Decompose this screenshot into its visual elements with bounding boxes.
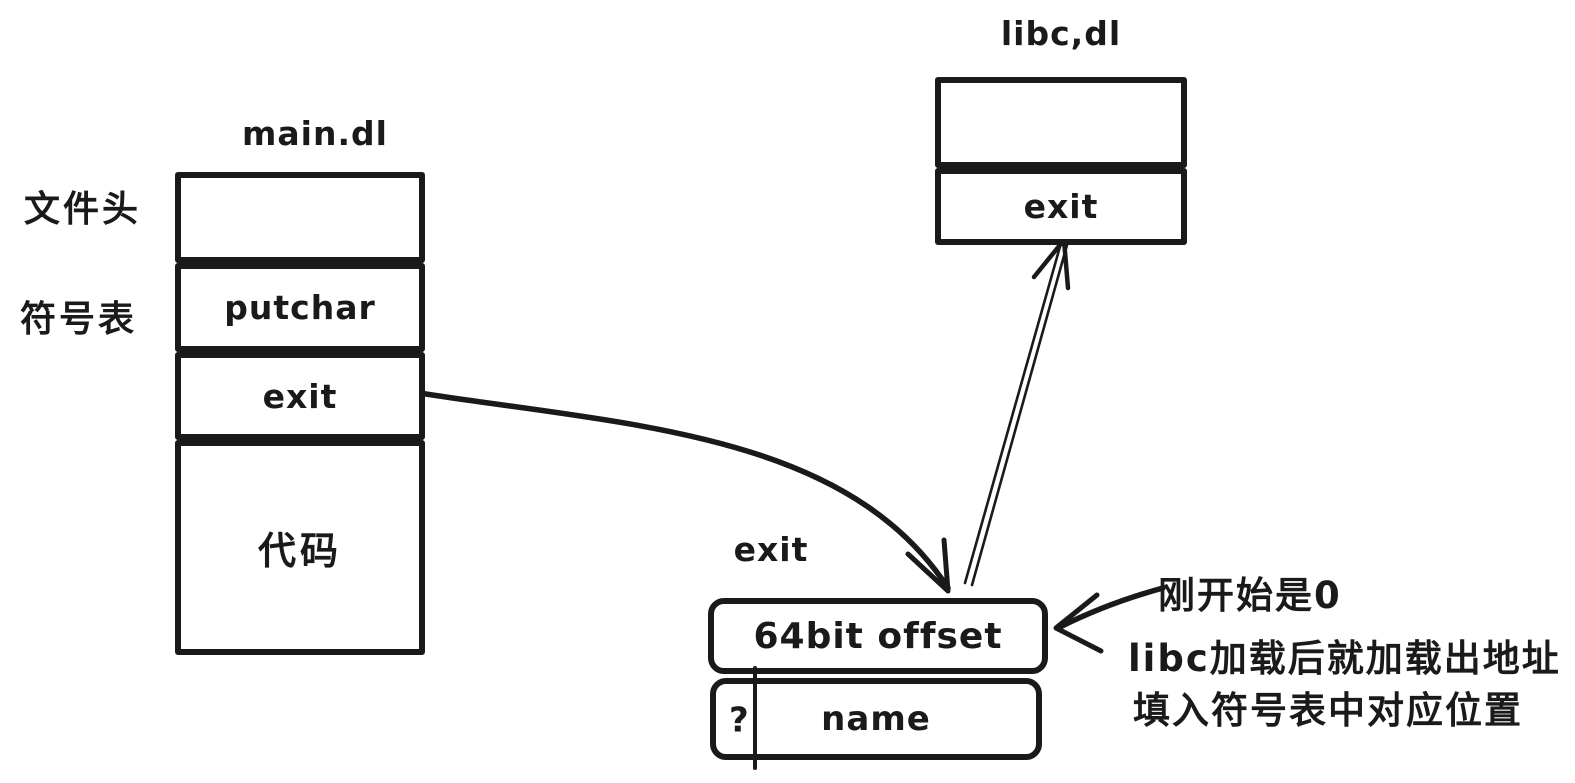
name-box: ? name xyxy=(710,678,1042,760)
file-header-label: 文件头 xyxy=(24,189,142,230)
exit-to-entry-arrow xyxy=(410,389,951,591)
exit-to-entry-arrowhead xyxy=(905,537,951,594)
symbol-entry-label: exit xyxy=(733,530,809,569)
main-cell-code: 代码 xyxy=(175,440,425,655)
libc-module-box: exit xyxy=(935,77,1187,245)
annotation-arrowhead xyxy=(1053,592,1104,654)
question-mark: ? xyxy=(729,700,750,741)
putchar-text: putchar xyxy=(224,288,376,327)
offset-text: 64bit offset xyxy=(753,615,1003,657)
libc-cell-empty xyxy=(935,77,1187,168)
name-box-divider xyxy=(753,666,757,770)
entry-to-libc-arrow-line1 xyxy=(963,241,1063,585)
offset-box: 64bit offset xyxy=(708,598,1048,674)
entry-to-libc-arrow-line2 xyxy=(970,243,1069,587)
libc-cell-exit: exit xyxy=(935,168,1187,245)
code-text: 代码 xyxy=(257,529,342,573)
main-module-title: main.dl xyxy=(242,114,388,153)
main-cell-exit: exit xyxy=(175,352,425,440)
entry-to-libc-arrowhead xyxy=(1031,237,1071,291)
symbol-table-label: 符号表 xyxy=(20,299,138,340)
main-module-box: putchar exit 代码 xyxy=(175,172,425,655)
annotation-line-1: 刚开始是0 xyxy=(1158,574,1342,617)
annotation-arrow xyxy=(1057,585,1166,630)
main-cell-file-header xyxy=(175,172,425,263)
libc-exit-text: exit xyxy=(1023,187,1099,226)
main-cell-putchar: putchar xyxy=(175,263,425,352)
libc-module-title: libc,dl xyxy=(1000,14,1122,53)
annotation-line-3: 填入符号表中对应位置 xyxy=(1133,689,1523,732)
name-text: name xyxy=(821,699,931,739)
annotation-line-2: libc加载后就加载出地址 xyxy=(1128,637,1561,680)
main-exit-text: exit xyxy=(262,376,338,416)
